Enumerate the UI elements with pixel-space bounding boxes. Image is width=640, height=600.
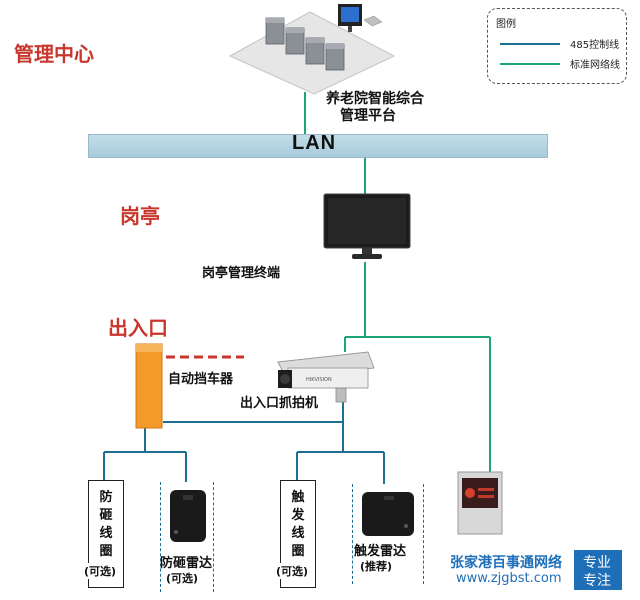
booth-terminal-label: 岗亭管理终端 — [202, 266, 281, 281]
barrier-gate-icon — [135, 343, 244, 429]
legend-label-network: 标准网络线 — [570, 60, 620, 71]
anti-smash-radar-frame — [160, 482, 214, 592]
anti-smash-coil-box: 防砸线圈 — [88, 480, 124, 588]
trigger-coil-box: 触发线圈 — [280, 480, 316, 588]
trigger-radar-opt: (推荐) — [360, 560, 393, 573]
trigger-radar-frame — [352, 484, 424, 584]
zone-entrance-label: 出入口 — [108, 316, 168, 340]
barrier-label: 自动挡车器 — [168, 372, 234, 387]
legend-swatch-control — [500, 43, 560, 45]
trigger-coil-text: 触发线圈 — [291, 490, 305, 559]
platform-label-line1: 养老院智能综合 — [326, 91, 424, 107]
camera-label: 出入口抓拍机 — [240, 396, 319, 411]
legend-box: 图例 485控制线 标准网络线 — [487, 8, 627, 84]
anti-smash-radar-label: 防砸雷达 — [160, 556, 213, 571]
legend-label-control: 485控制线 — [570, 40, 620, 51]
display-screen-icon — [457, 471, 503, 535]
server-platform-icon — [228, 4, 396, 95]
platform-label-line2: 管理平台 — [340, 108, 396, 124]
watermark-tag-1: 专业 — [583, 555, 611, 571]
anti-smash-coil-text: 防砸线圈 — [99, 490, 113, 559]
legend-swatch-network — [500, 63, 560, 65]
camera-icon: HIKVISION — [277, 351, 375, 403]
zone-booth-label: 岗亭 — [120, 204, 160, 228]
watermark-url: www.zjgbst.com — [456, 571, 562, 586]
trigger-coil-opt: (可选) — [276, 563, 309, 579]
monitor-icon — [323, 193, 411, 259]
trigger-radar-label: 触发雷达 — [354, 544, 407, 559]
lan-label: LAN — [292, 132, 337, 154]
anti-smash-radar-icon — [170, 490, 206, 542]
zone-management-label: 管理中心 — [14, 42, 94, 66]
watermark-tag-2: 专注 — [583, 573, 611, 589]
camera-brand-text: HIKVISION — [306, 377, 332, 383]
legend-title: 图例 — [496, 19, 516, 30]
watermark-tag: 专业 专注 — [574, 550, 622, 590]
anti-smash-radar-opt: (可选) — [166, 572, 199, 585]
trigger-radar-icon — [362, 492, 414, 536]
anti-smash-coil-opt: (可选) — [84, 563, 117, 579]
lan-bus-bar — [88, 134, 548, 158]
watermark-name: 张家港百事通网络 — [450, 555, 562, 571]
